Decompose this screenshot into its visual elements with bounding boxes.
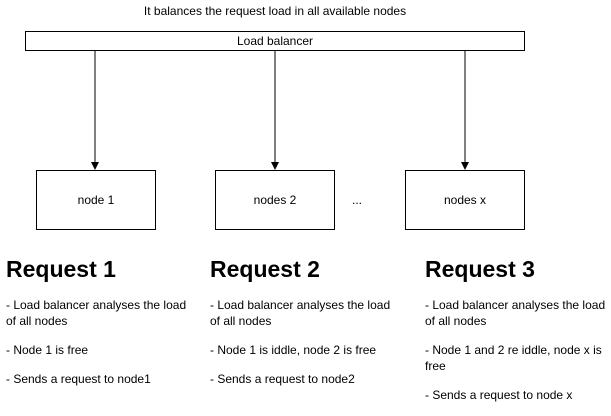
node-box-x: nodes x [405,170,525,230]
request-step: - Node 1 and 2 re iddle, node x is free [425,343,602,373]
node-label: nodes x [443,193,487,207]
diagram-caption: It balances the request load in all avai… [143,4,407,18]
request-steps: - Load balancer analyses the load of all… [6,297,196,387]
request-column-2: Request 2 - Load balancer analyses the l… [210,255,400,400]
request-step: - Node 1 is iddle, node 2 is free [210,343,377,357]
request-title: Request 2 [210,256,320,282]
request-step: - Node 1 is free [6,343,89,357]
request-title: Request 1 [6,256,116,282]
request-title: Request 3 [425,256,535,282]
request-column-1: Request 1 - Load balancer analyses the l… [6,255,196,400]
request-step: - Load balancer analyses the load of all… [6,298,187,328]
request-step: - Load balancer analyses the load of all… [210,298,391,328]
node-label: nodes 2 [253,193,297,207]
load-balancer-label: Load balancer [236,34,314,48]
request-step: - Sends a request to node x [425,388,573,402]
node-box-1: node 1 [36,170,156,230]
node-box-2: nodes 2 [215,170,335,230]
load-balancer-box: Load balancer [25,31,525,51]
request-step: - Sends a request to node2 [210,372,355,386]
node-label: node 1 [77,193,115,207]
request-steps: - Load balancer analyses the load of all… [210,297,400,387]
nodes-ellipsis: ... [352,193,363,207]
request-column-3: Request 3 - Load balancer analyses the l… [425,255,607,416]
request-step: - Load balancer analyses the load of all… [425,298,606,328]
request-step: - Sends a request to node1 [6,372,151,386]
request-steps: - Load balancer analyses the load of all… [425,297,607,403]
